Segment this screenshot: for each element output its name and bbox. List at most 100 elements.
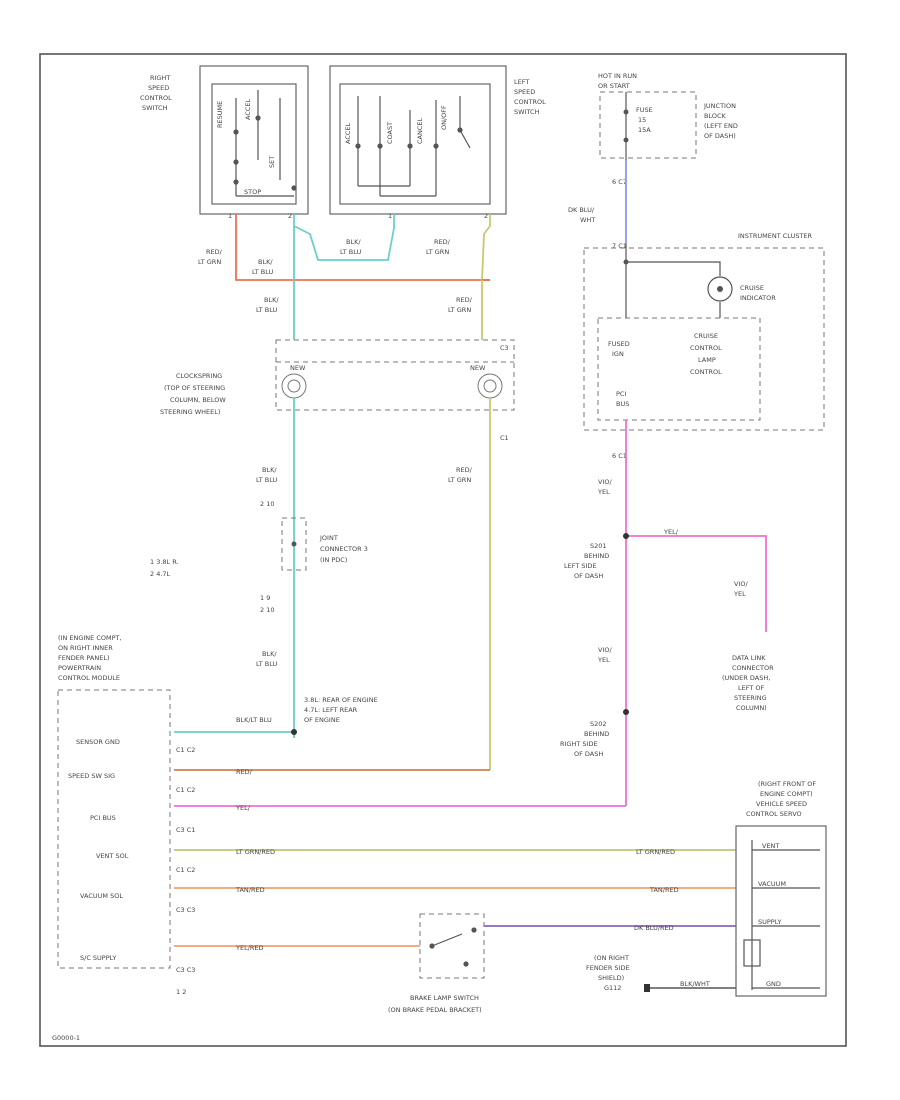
svg-text:LT GRN: LT GRN <box>198 258 221 266</box>
svg-text:RED/: RED/ <box>456 466 473 474</box>
wire-label-vent-right: LT GRN/RED <box>636 848 675 856</box>
jc-pin-top: 2 10 <box>260 500 274 508</box>
svg-text:WHT: WHT <box>580 216 595 224</box>
svg-text:COLUMN, BELOW: COLUMN, BELOW <box>170 396 226 404</box>
left-switch-inner <box>339 83 491 205</box>
clockspring-box <box>275 339 515 411</box>
wire-label-dk-blu-wht: DK BLU/ WHT <box>568 206 595 224</box>
right-switch-labels: RESUME ACCEL SET STOP <box>216 98 276 196</box>
svg-text:BEHIND: BEHIND <box>584 730 609 738</box>
svg-text:SHIELD): SHIELD) <box>598 974 624 982</box>
cruise-lamp-control-box <box>597 317 761 421</box>
jc-pin-bottom2: 2 10 <box>260 606 274 614</box>
wire-label-blk-wht: BLK/WHT <box>680 980 710 988</box>
svg-text:FENDER PANEL): FENDER PANEL) <box>58 654 109 662</box>
svg-text:SUPPLY: SUPPLY <box>758 918 781 926</box>
svg-text:COAST: COAST <box>386 122 394 144</box>
data-link-label: DATA LINK CONNECTOR (UNDER DASH, LEFT OF… <box>722 654 774 712</box>
left-switch-title: LEFT SPEED CONTROL SWITCH <box>514 78 546 116</box>
wire-label-speed-sw: RED/ <box>236 768 253 776</box>
svg-text:JOINT: JOINT <box>319 534 338 542</box>
ic-pci-bus-label: PCI BUS <box>616 390 629 408</box>
svg-text:LT GRN: LT GRN <box>426 248 449 256</box>
ground-splice-dot <box>291 729 297 735</box>
svg-text:OF DASH): OF DASH) <box>704 132 736 140</box>
junction-block-label: JUNCTION BLOCK (LEFT END OF DASH) <box>703 102 738 140</box>
svg-text:(LEFT END: (LEFT END <box>704 122 738 130</box>
svg-text:SET: SET <box>268 156 276 168</box>
svg-text:C1 C2: C1 C2 <box>176 786 195 794</box>
cs-c1: C1 <box>500 434 509 442</box>
fuse-symbol <box>623 92 629 160</box>
cs-conn-right: NEW <box>470 364 486 372</box>
svg-text:POWERTRAIN: POWERTRAIN <box>58 664 101 672</box>
svg-text:CONTROL: CONTROL <box>140 94 172 102</box>
svg-text:C1 C2: C1 C2 <box>176 746 195 754</box>
ground-g112-label: (ON RIGHT FENDER SIDE SHIELD) G112 <box>586 954 630 992</box>
svg-text:INDICATOR: INDICATOR <box>740 294 776 302</box>
wire-label-dk-blu-red: DK BLU/RED <box>634 924 674 932</box>
svg-text:BLK/: BLK/ <box>264 296 279 304</box>
svg-text:G112: G112 <box>604 984 621 992</box>
svg-text:VACUUM SOL: VACUUM SOL <box>80 892 123 900</box>
svg-text:LT GRN: LT GRN <box>448 306 471 314</box>
svg-text:SPEED: SPEED <box>148 84 169 92</box>
wire-label-sc-supply: YEL/RED <box>235 944 264 952</box>
svg-text:LT BLU: LT BLU <box>340 248 362 256</box>
right-switch-outer <box>199 65 309 215</box>
svg-text:JUNCTION: JUNCTION <box>703 102 736 110</box>
pcm-connector-codes: C1 C2 C1 C2 C3 C1 C1 C2 C3 C3 C3 C3 1 2 <box>176 746 195 996</box>
svg-text:1 3.8L R.: 1 3.8L R. <box>150 558 179 566</box>
footer-code: G0000-1 <box>52 1034 80 1042</box>
svg-text:LT BLU: LT BLU <box>256 660 278 668</box>
svg-text:VIO/: VIO/ <box>598 646 612 654</box>
svg-text:STOP: STOP <box>244 188 261 196</box>
svg-text:BLK/: BLK/ <box>262 650 277 658</box>
wires-mid <box>293 398 491 770</box>
cruise-lamp-control-label: CRUISE CONTROL LAMP CONTROL <box>690 332 722 376</box>
svg-text:VEHICLE SPEED: VEHICLE SPEED <box>756 800 807 808</box>
svg-text:15: 15 <box>638 116 646 124</box>
svg-text:ON/OFF: ON/OFF <box>440 105 448 130</box>
svg-text:S/C SUPPLY: S/C SUPPLY <box>80 954 116 962</box>
svg-text:ON RIGHT INNER: ON RIGHT INNER <box>58 644 113 652</box>
svg-text:STEERING: STEERING <box>734 694 767 702</box>
svg-text:BLK/: BLK/ <box>258 258 273 266</box>
svg-text:(RIGHT FRONT OF: (RIGHT FRONT OF <box>758 780 816 788</box>
svg-text:1 2: 1 2 <box>176 988 186 996</box>
svg-text:BLK/: BLK/ <box>346 238 361 246</box>
svg-text:LEFT SIDE: LEFT SIDE <box>564 562 597 570</box>
svg-text:(UNDER DASH,: (UNDER DASH, <box>722 674 770 682</box>
servo-pin-labels: VENT VACUUM SUPPLY GND <box>758 842 786 988</box>
svg-text:SWITCH: SWITCH <box>514 108 540 116</box>
svg-text:S201: S201 <box>590 542 607 550</box>
joint-connector-legend: 1 3.8L R. 2 4.7L <box>150 558 179 578</box>
svg-text:(IN ENGINE COMPT,: (IN ENGINE COMPT, <box>58 634 122 642</box>
svg-text:4.7L: LEFT REAR: 4.7L: LEFT REAR <box>304 706 358 714</box>
svg-text:ENGINE COMPT): ENGINE COMPT) <box>760 790 813 798</box>
svg-text:YEL: YEL <box>597 488 610 496</box>
svg-text:SPEED SW SIG: SPEED SW SIG <box>68 772 115 780</box>
splice-s201-label: S201 BEHIND LEFT SIDE OF DASH <box>564 542 609 580</box>
wire-label-vacuum-right: TAN/RED <box>649 886 679 894</box>
left-switch-contacts <box>355 96 471 197</box>
left-switch-labels: ACCEL COAST CANCEL ON/OFF <box>344 105 448 144</box>
svg-text:(ON BRAKE PEDAL BRACKET): (ON BRAKE PEDAL BRACKET) <box>388 1006 482 1014</box>
svg-text:RED/: RED/ <box>434 238 451 246</box>
hot-in-run-label: HOT IN RUN OR START <box>598 72 637 90</box>
svg-text:LEFT: LEFT <box>514 78 529 86</box>
svg-text:CONTROL SERVO: CONTROL SERVO <box>746 810 802 818</box>
svg-text:BLOCK: BLOCK <box>704 112 727 120</box>
svg-text:CONNECTOR 3: CONNECTOR 3 <box>320 545 368 553</box>
joint-connector-dot <box>291 541 297 547</box>
brake-lamp-switch-box <box>419 913 485 979</box>
pcm-box <box>57 689 171 969</box>
cruise-indicator-label: CRUISE INDICATOR <box>740 284 776 302</box>
svg-text:GND: GND <box>766 980 781 988</box>
svg-text:RIGHT SIDE: RIGHT SIDE <box>560 740 598 748</box>
servo-internal <box>743 840 820 990</box>
svg-text:2 4.7L: 2 4.7L <box>150 570 171 578</box>
svg-text:FUSE: FUSE <box>636 106 653 114</box>
